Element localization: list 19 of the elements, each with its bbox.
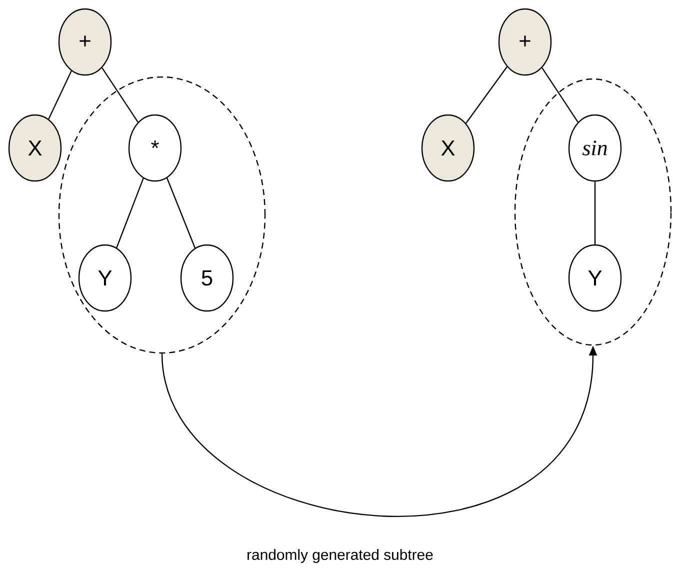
tree-node: X — [421, 114, 475, 182]
tree-node: + — [58, 8, 112, 76]
tree-node: sin — [568, 114, 622, 182]
tree-node: X — [8, 114, 62, 182]
dashed-ellipse — [514, 78, 672, 346]
tree-branch — [116, 178, 144, 248]
tree-node: 5 — [180, 244, 234, 312]
tree-branch — [48, 70, 72, 120]
dashed-ellipse — [58, 76, 266, 354]
tree-branch — [594, 182, 596, 244]
tree-node: Y — [568, 244, 622, 312]
tree-branch — [102, 67, 138, 123]
tree-branch — [166, 178, 196, 248]
tree-node: Y — [78, 244, 132, 312]
tree-branch — [542, 67, 578, 123]
caption-text: randomly generated subtree — [248, 549, 433, 563]
tree-node: * — [128, 114, 182, 182]
tree-node: + — [498, 8, 552, 76]
tree-branch — [466, 66, 508, 124]
